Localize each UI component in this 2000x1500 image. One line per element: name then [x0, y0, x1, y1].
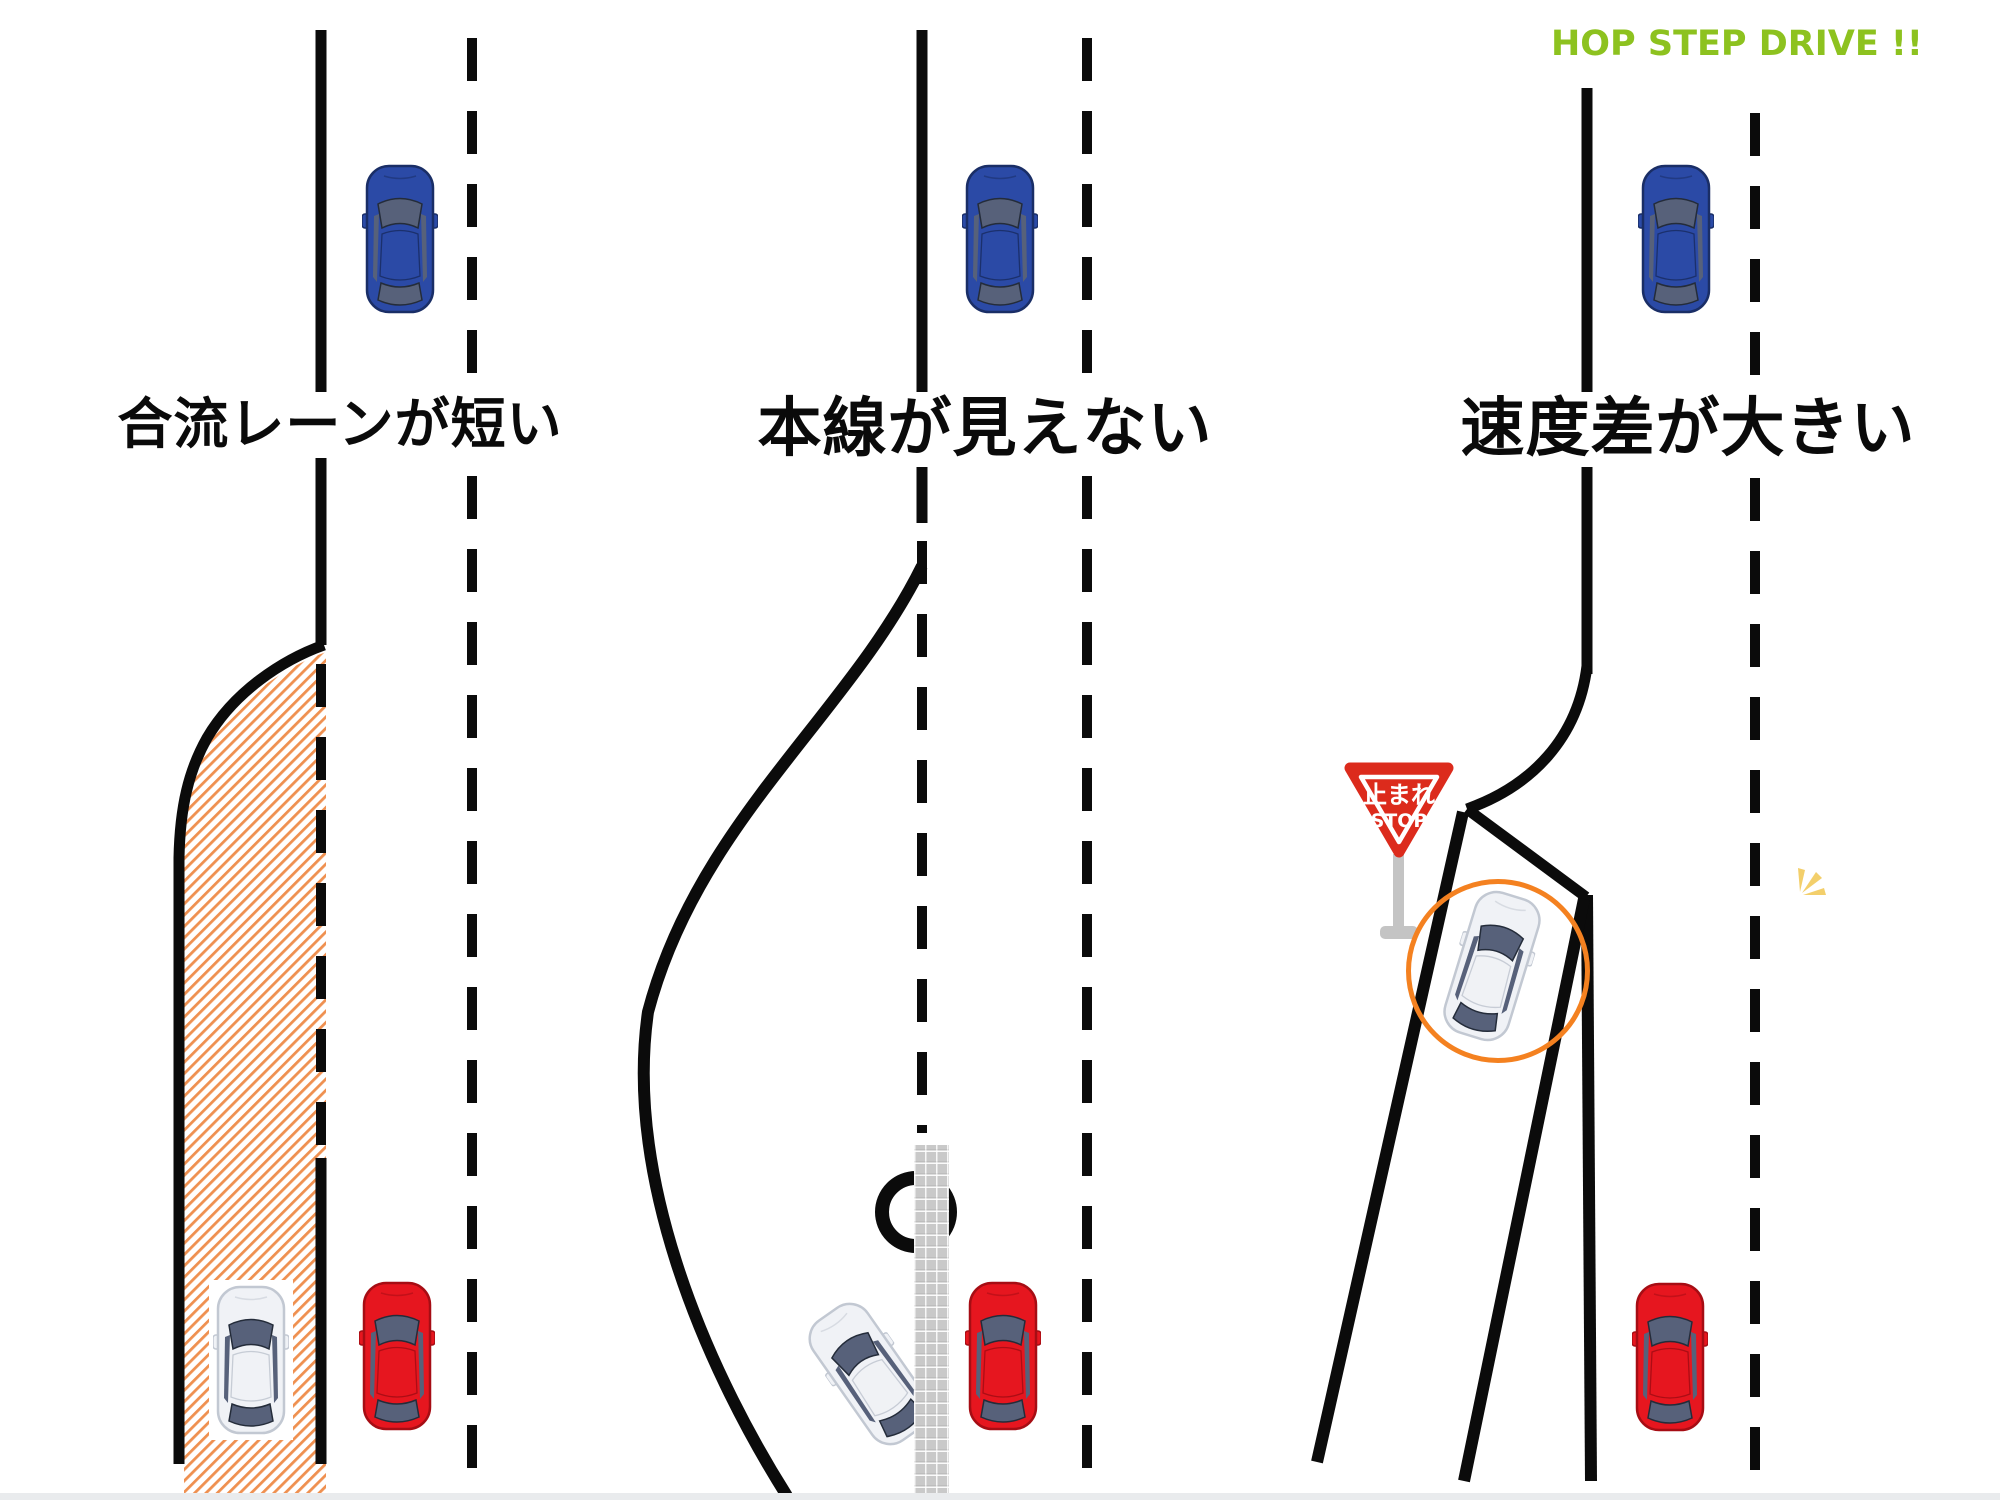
sound-wall	[914, 1145, 949, 1500]
panel-title-main-line-not-visible: 本線が見えない	[745, 392, 1225, 468]
middle-panel-ramp-curve-line	[637, 563, 928, 1500]
panel-title-merge-lane-short: 合流レーンが短い	[105, 392, 575, 458]
red-car-icon	[965, 1280, 1041, 1432]
brand-logo-text: HOP STEP DRIVE !!	[1551, 24, 1923, 64]
blue-car-icon	[362, 163, 438, 315]
right-panel-flare-curve	[1465, 665, 1593, 815]
sparkle-icon	[1798, 868, 1826, 895]
white-car-icon	[213, 1284, 289, 1436]
stop-sign-base	[1380, 926, 1418, 939]
left-panel-merge-curve-line	[173, 639, 326, 1464]
stop-sign-icon: 止まれ STOP	[1344, 762, 1454, 939]
right-panel-merge-mouth-line	[1463, 804, 1590, 902]
blue-car-icon	[962, 163, 1038, 315]
stop-sign-text-jp: 止まれ	[1363, 781, 1435, 809]
red-car-icon	[359, 1280, 435, 1432]
bottom-border	[0, 1493, 2000, 1500]
white-car-backing	[209, 1280, 293, 1440]
panel-title-speed-difference-large: 速度差が大きい	[1448, 392, 1928, 468]
right-panel-main-edge-lower-line	[1581, 894, 1597, 1482]
blue-car-icon	[1638, 163, 1714, 315]
red-car-icon	[1632, 1281, 1708, 1433]
stop-sign-text-en: STOP	[1371, 810, 1428, 832]
highlight-circle	[1406, 879, 1590, 1063]
stop-sign-post	[1393, 854, 1404, 930]
